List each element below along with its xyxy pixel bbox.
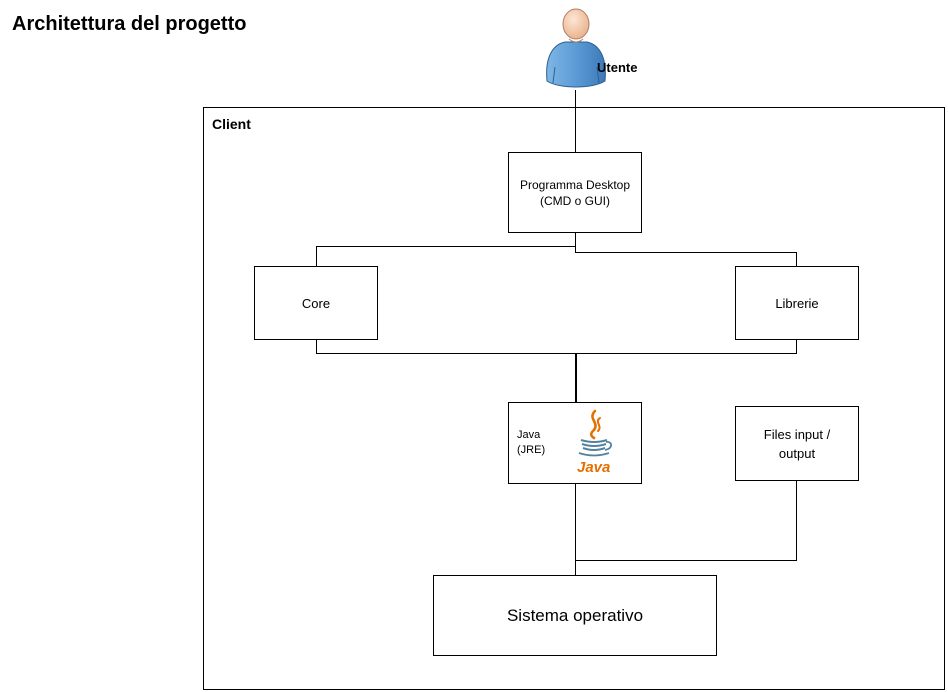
node-java-line2: (JRE) — [517, 444, 546, 456]
connector-librerie-down — [796, 340, 797, 353]
node-core: Core — [254, 266, 378, 340]
node-core-label: Core — [301, 295, 331, 311]
connector-files-down — [796, 481, 797, 560]
client-label: Client — [212, 116, 251, 132]
connector-to-java — [575, 353, 577, 402]
connector-bottom-bar — [316, 353, 797, 354]
node-sistema-operativo: Sistema operativo — [433, 575, 717, 656]
node-programma-desktop: Programma Desktop (CMD o GUI) — [508, 152, 642, 233]
java-logo-text: Java — [577, 459, 610, 475]
node-desktop-line2: (CMD o GUI) — [539, 193, 610, 208]
connector-user-desktop — [575, 90, 576, 152]
connector-core-up — [316, 246, 317, 266]
node-librerie-label: Librerie — [775, 295, 819, 311]
node-librerie: Librerie — [735, 266, 859, 340]
node-java-jre: Java (JRE) Java — [508, 402, 642, 484]
java-logo-icon: Java — [577, 409, 613, 475]
connector-librerie-up — [796, 252, 797, 266]
user-label: Utente — [597, 60, 638, 75]
node-os-label: Sistema operativo — [506, 605, 644, 625]
page-title: Architettura del progetto — [12, 13, 247, 35]
node-files-line2: output — [778, 445, 816, 461]
node-files-line1: Files input / — [763, 426, 831, 442]
node-java-line1: Java — [517, 429, 541, 441]
connector-top-left — [316, 246, 575, 247]
connector-top-right — [575, 252, 796, 253]
connector-core-down — [316, 340, 317, 353]
client-frame — [203, 107, 945, 690]
connector-java-os — [575, 484, 576, 575]
connector-desktop-down — [575, 233, 576, 252]
node-desktop-line1: Programma Desktop — [519, 177, 631, 192]
node-java-text: Java (JRE) — [517, 428, 545, 458]
user-icon — [546, 8, 606, 88]
connector-files-os — [575, 560, 797, 561]
node-files-input-output: Files input / output — [735, 406, 859, 481]
